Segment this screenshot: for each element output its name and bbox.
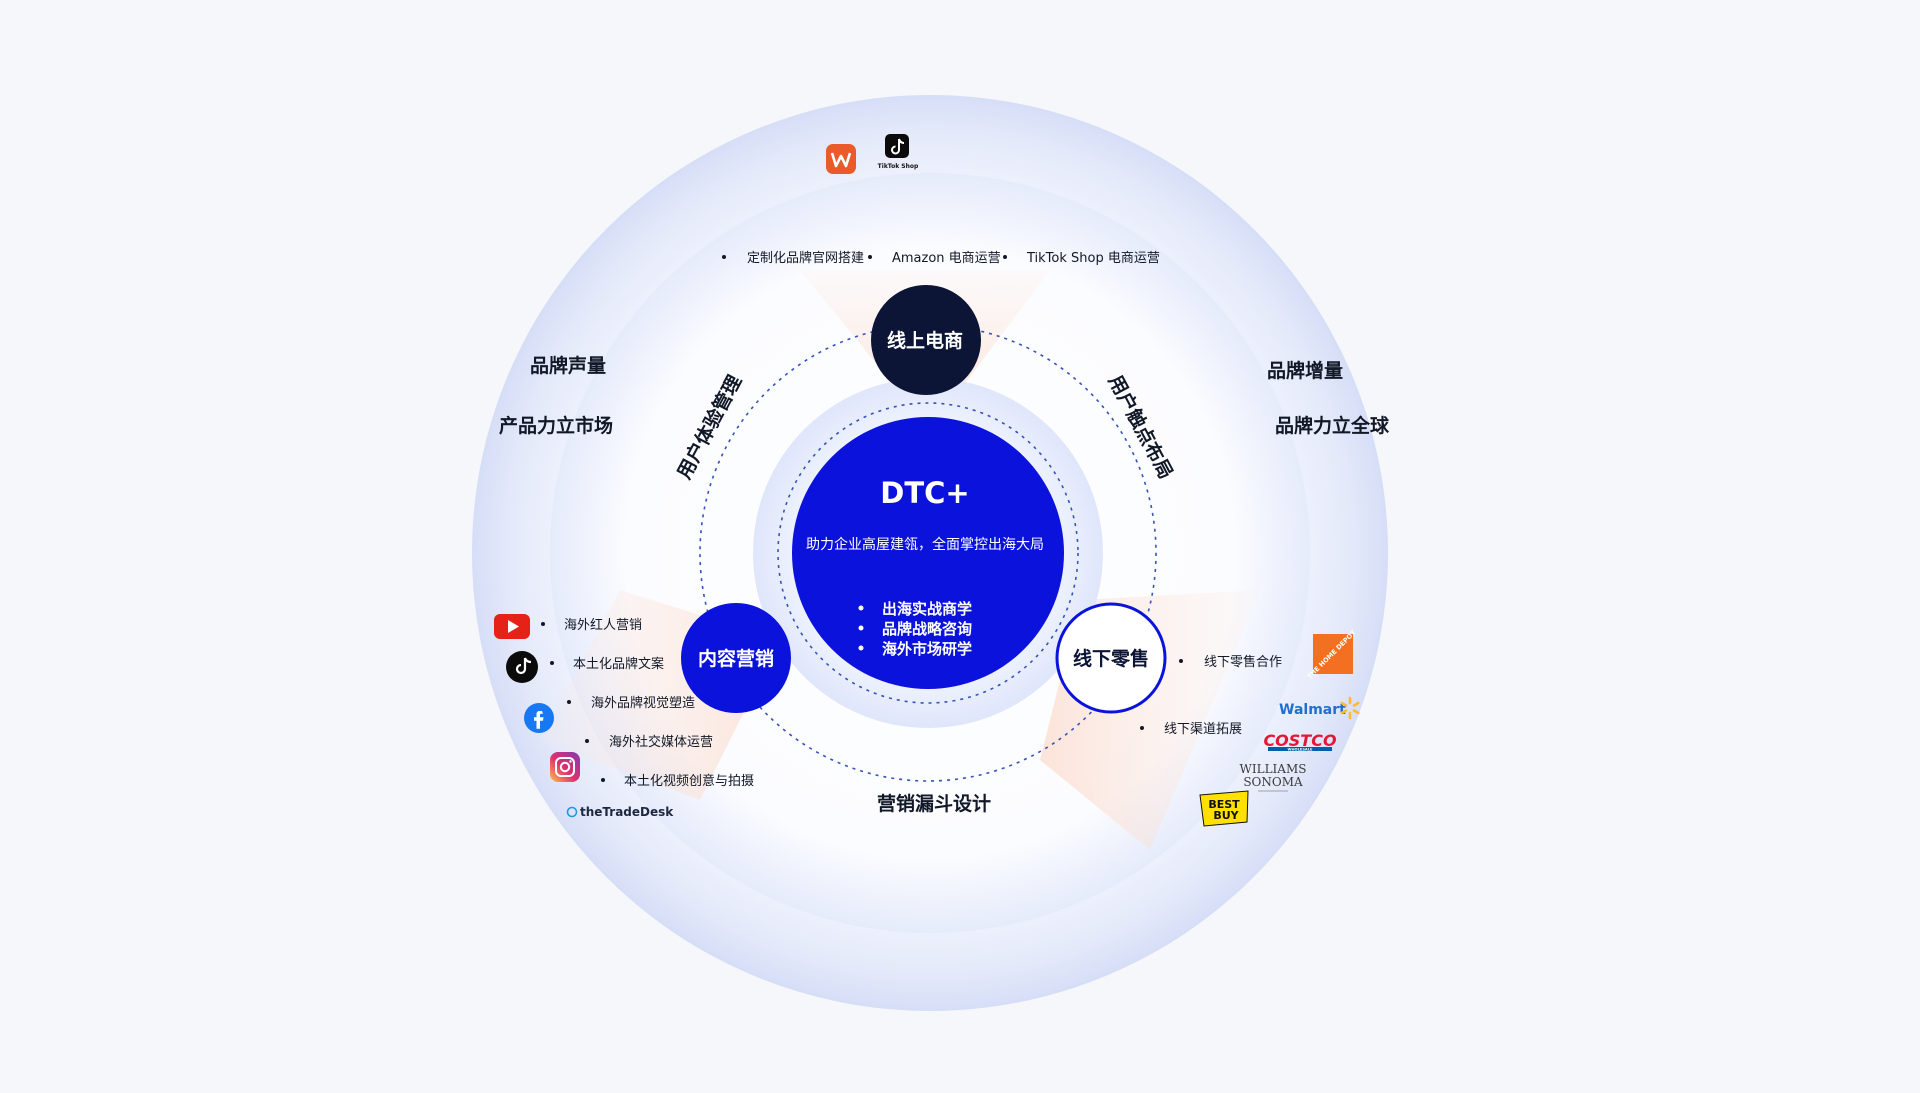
- best-buy-logo-icon: BEST BUY: [1199, 790, 1249, 827]
- best-buy-line-1: BEST: [1208, 798, 1240, 811]
- content-item-3: 海外品牌视觉塑造: [591, 695, 695, 711]
- tiktok-shop-logo-text: TikTok Shop: [878, 163, 919, 170]
- outer-label-left-bottom: 产品力立市场: [499, 414, 613, 437]
- node-content-label: 内容营销: [698, 647, 774, 670]
- center-circle: [792, 417, 1064, 689]
- instagram-icon: [550, 752, 580, 782]
- outer-label-right-top: 品牌增量: [1267, 359, 1343, 382]
- node-offline: [1055, 602, 1167, 714]
- content-item-5: 本土化视频创意与拍摄: [624, 773, 754, 789]
- node-online-label: 线上电商: [887, 329, 963, 352]
- online-item-2: Amazon 电商运营: [892, 251, 1001, 266]
- offline-item-2: 线下渠道拓展: [1164, 722, 1242, 737]
- center-bullets: 出海实战商学 品牌战略咨询 海外市场研学: [858, 600, 972, 658]
- tiktok-shop-logo-icon: TikTok Shop: [878, 134, 919, 170]
- node-offline-label: 线下零售: [1073, 647, 1149, 670]
- online-item-1: 定制化品牌官网搭建: [747, 250, 864, 266]
- costco-logo-sub: WHOLESALE: [1288, 748, 1313, 752]
- best-buy-line-2: BUY: [1213, 809, 1239, 822]
- williams-sonoma-line-2: SONOMA: [1243, 775, 1303, 789]
- offline-item-1: 线下零售合作: [1204, 654, 1282, 670]
- center-bullet-2: 品牌战略咨询: [882, 620, 972, 638]
- walmart-logo-text: Walmart: [1279, 702, 1346, 718]
- walmart-logo-icon: Walmart: [1279, 696, 1360, 720]
- online-items: 定制化品牌官网搭建 Amazon 电商运营 TikTok Shop 电商运营: [722, 250, 1160, 266]
- center-bullet-1: 出海实战商学: [882, 600, 972, 618]
- williams-sonoma-logo-icon: WILLIAMS SONOMA: [1240, 762, 1307, 792]
- facebook-icon: [524, 703, 554, 733]
- offline-items: 线下零售合作 线下渠道拓展: [1140, 654, 1282, 737]
- tiktok-icon: [506, 651, 538, 683]
- center-bullet-3: 海外市场研学: [882, 640, 972, 658]
- content-item-4: 海外社交媒体运营: [609, 734, 713, 750]
- costco-logo-icon: COSTCO WHOLESALE: [1263, 731, 1337, 752]
- the-trade-desk-logo-text: theTradeDesk: [580, 805, 674, 819]
- outer-label-left-top: 品牌声量: [530, 354, 606, 377]
- center-title: DTC+: [880, 476, 969, 510]
- node-content: [681, 603, 791, 713]
- content-item-2: 本土化品牌文案: [573, 656, 664, 672]
- content-items: 海外红人营销 本土化品牌文案 海外品牌视觉塑造 海外社交媒体运营 本土化视频创意…: [541, 617, 754, 789]
- youtube-icon: [494, 614, 530, 639]
- online-item-3: TikTok Shop 电商运营: [1026, 251, 1160, 266]
- the-trade-desk-logo-icon: theTradeDesk: [566, 805, 674, 819]
- node-online: [871, 285, 981, 395]
- ring-label-bottom: 营销漏斗设计: [877, 792, 991, 815]
- williams-sonoma-line-1: WILLIAMS: [1240, 762, 1307, 776]
- shopline-logo-icon: [826, 144, 856, 174]
- home-depot-logo-icon: THE HOME DEPOT: [1306, 628, 1358, 680]
- center-subtitle: 助力企业高屋建瓴，全面掌控出海大局: [806, 536, 1044, 553]
- outer-label-right-bottom: 品牌力立全球: [1275, 414, 1390, 437]
- orbit-inner: [777, 402, 1079, 704]
- costco-logo-text: COSTCO: [1263, 731, 1337, 750]
- content-item-1: 海外红人营销: [564, 617, 642, 633]
